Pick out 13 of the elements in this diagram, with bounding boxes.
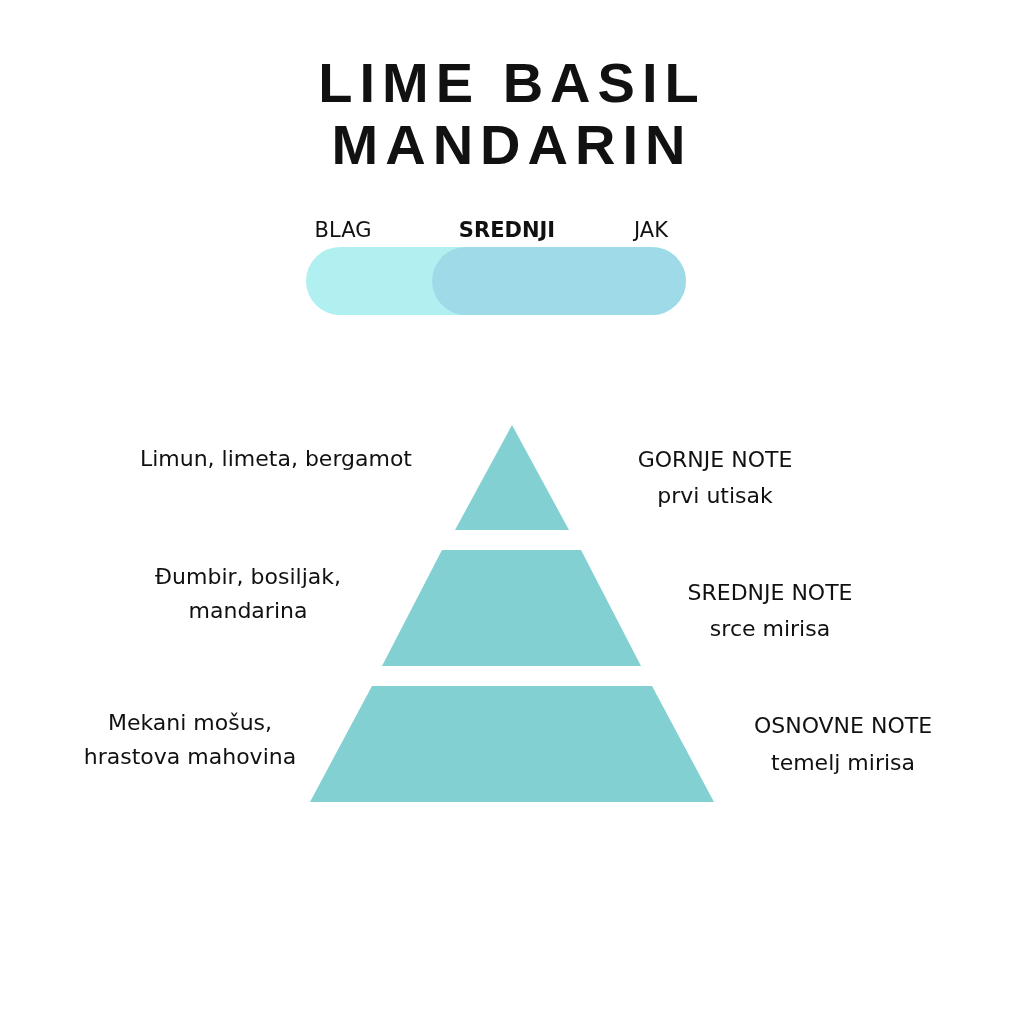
note-subtitle: srce mirisa [709, 615, 831, 643]
ingredient-text: Limun, limeta, bergamot [139, 445, 412, 473]
note-heading: SREDNJE NOTE [687, 579, 853, 607]
ingredient-text: Mekani mošus, hrastova mahovina [82, 709, 298, 771]
note-subtitle: temelj mirisa [771, 749, 915, 777]
intensity-label: SREDNJI [457, 218, 557, 242]
note-heading: GORNJE NOTE [637, 446, 793, 474]
ingredient-text: Đumbir, bosiljak, mandarina [154, 563, 342, 625]
intensity-label: JAK [632, 218, 669, 242]
note-heading: OSNOVNE NOTE [753, 712, 933, 740]
intensity-label: BLAG [313, 218, 373, 242]
note-subtitle: prvi utisak [657, 482, 773, 510]
title-text: LIME BASIL MANDARIN [317, 52, 707, 176]
